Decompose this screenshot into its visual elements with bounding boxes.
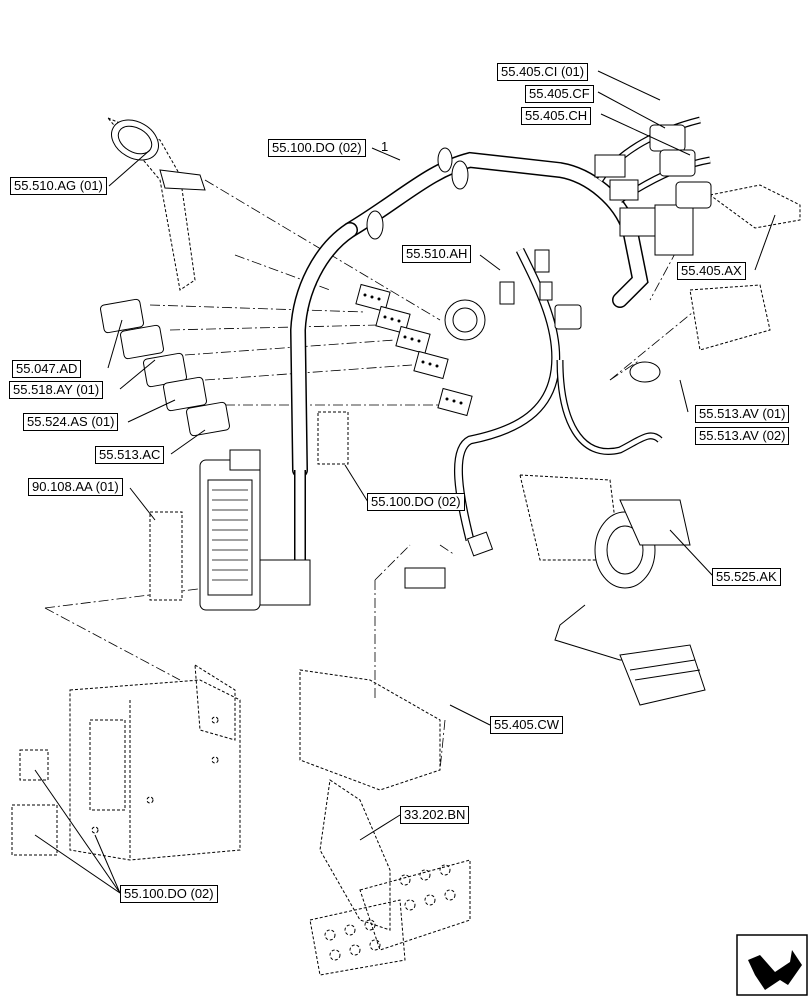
callout-55-100-do-02-bottom[interactable]: 55.100.DO (02) [120, 885, 218, 903]
callout-leaders [34, 70, 776, 894]
next-page-arrow-icon[interactable] [736, 934, 808, 996]
callout-33-202-bn[interactable]: 33.202.BN [400, 806, 470, 824]
main-harness [289, 116, 711, 590]
relay-blocks [11, 749, 58, 856]
callout-55-100-do-02-mid[interactable]: 55.100.DO (02) [367, 493, 465, 511]
callout-55-510-ag-01[interactable]: 55.510.AG (01) [10, 177, 107, 195]
callout-55-510-ah[interactable]: 55.510.AH [402, 245, 472, 263]
lever-assembly [629, 124, 801, 383]
callout-55-405-ax[interactable]: 55.405.AX [677, 262, 746, 280]
callout-55-047-ad[interactable]: 55.047.AD [12, 360, 82, 378]
callout-55-405-cw[interactable]: 55.405.CW [490, 716, 564, 734]
callout-55-513-ac[interactable]: 55.513.AC [95, 446, 165, 464]
round-connector [107, 117, 206, 291]
callout-55-525-ak[interactable]: 55.525.AK [712, 568, 781, 586]
callout-55-405-ch[interactable]: 55.405.CH [521, 107, 592, 125]
callout-90-108-aa-01[interactable]: 90.108.AA (01) [28, 478, 123, 496]
callout-55-524-as-01[interactable]: 55.524.AS (01) [23, 413, 119, 431]
dashed-leaders [44, 179, 721, 771]
callout-55-100-do-02-top[interactable]: 55.100.DO (02) [268, 139, 366, 157]
callout-55-405-ci-01[interactable]: 55.405.CI (01) [497, 63, 589, 81]
callout-55-518-ay-01[interactable]: 55.518.AY (01) [9, 381, 104, 399]
pedal-assembly [519, 474, 706, 706]
ecu-module [149, 411, 349, 611]
item-marker: 1 [381, 139, 389, 154]
callout-55-513-av-02[interactable]: 55.513.AV (02) [695, 427, 790, 445]
brake-pedals [299, 669, 471, 976]
callout-55-513-av-01[interactable]: 55.513.AV (01) [695, 405, 790, 423]
callout-55-405-cf[interactable]: 55.405.CF [525, 85, 594, 103]
mounting-bracket [69, 664, 241, 861]
switch-stack [100, 298, 230, 437]
